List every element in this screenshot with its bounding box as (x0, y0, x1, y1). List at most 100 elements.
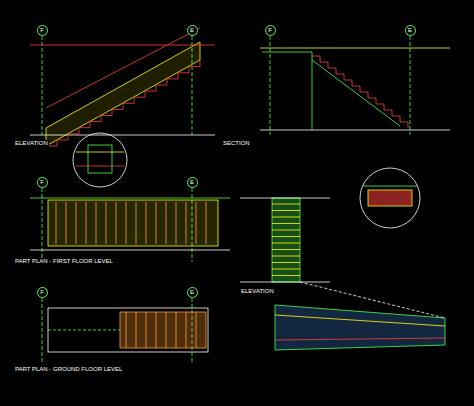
detail-line (76, 152, 124, 153)
grid-line (410, 36, 411, 135)
tread (166, 202, 167, 244)
tread (146, 312, 147, 348)
view-title: ELEVATION (14, 140, 49, 147)
tread-line (272, 217, 300, 218)
tread (136, 202, 137, 244)
riser (368, 92, 369, 98)
tread-line (272, 223, 300, 224)
tread (145, 91, 156, 92)
view-title: ELEVATION (240, 288, 275, 295)
riser (392, 110, 393, 116)
tread (96, 202, 97, 244)
tread (116, 202, 117, 244)
tread (126, 202, 127, 244)
detail-circle (360, 168, 420, 228)
tread (123, 103, 134, 104)
tread (86, 202, 87, 244)
riser (328, 62, 329, 68)
tread (176, 312, 177, 348)
treads (120, 312, 206, 348)
floor-line (260, 130, 450, 131)
grid-bubble: F (37, 25, 48, 36)
tread (186, 202, 187, 244)
riser (101, 116, 102, 122)
grid-letter: F (40, 27, 44, 33)
detail-circle (73, 133, 127, 187)
riser (123, 103, 124, 109)
tread-line (272, 230, 300, 231)
tread (196, 312, 197, 348)
tread (79, 127, 90, 128)
tread (186, 312, 187, 348)
tread-line (272, 236, 300, 237)
center-line (48, 330, 120, 331)
tread (376, 104, 384, 105)
handrail (46, 28, 200, 108)
tread (56, 202, 57, 244)
leader-line (300, 282, 445, 318)
detail-line (76, 166, 124, 167)
balustrade-elevation (272, 198, 300, 282)
riser (57, 140, 58, 146)
riser (189, 67, 190, 73)
tread-line (272, 269, 300, 270)
tread (328, 68, 336, 69)
grid-line (42, 298, 43, 362)
tread (106, 202, 107, 244)
riser (90, 122, 91, 128)
riser (134, 97, 135, 103)
tread (134, 97, 145, 98)
tread (126, 312, 127, 348)
grid-letter: E (190, 289, 194, 295)
riser (200, 61, 201, 67)
grid-bubble: F (37, 177, 48, 188)
landing-slab (262, 52, 312, 130)
tread (312, 56, 320, 57)
floor-line (30, 45, 215, 46)
edge-line (275, 315, 445, 326)
grid-letter: E (408, 27, 412, 33)
stair-plan (48, 200, 218, 246)
tread-detail (368, 190, 412, 206)
riser (360, 86, 361, 92)
tread (76, 202, 77, 244)
tread-line (272, 243, 300, 244)
tread (344, 80, 352, 81)
riser (112, 110, 113, 116)
riser (376, 98, 377, 104)
tread (352, 86, 360, 87)
tread (156, 202, 157, 244)
detail-line (362, 186, 418, 187)
grid-line (270, 36, 271, 135)
grid-line (42, 188, 43, 262)
grid-bubble: E (187, 25, 198, 36)
detail-plate (88, 145, 112, 173)
tread (101, 115, 112, 116)
tread (360, 92, 368, 93)
view-title: SECTION (222, 140, 251, 147)
grid-letter: F (40, 289, 44, 295)
tread (336, 74, 344, 75)
tread (400, 122, 408, 123)
tread (90, 121, 101, 122)
riser (320, 56, 321, 62)
tread (166, 312, 167, 348)
riser (384, 104, 385, 110)
stair-plan (48, 308, 208, 352)
grid-letter: F (40, 179, 44, 185)
wall-line (30, 250, 230, 251)
tread (112, 109, 123, 110)
glass-balustrade (46, 42, 200, 146)
level-line (240, 198, 330, 199)
riser (400, 116, 401, 122)
riser (79, 128, 80, 134)
tread (156, 312, 157, 348)
tread (57, 139, 68, 140)
view-title: PART PLAN - GROUND FLOOR LEVEL (14, 366, 123, 373)
tread (167, 78, 178, 79)
level-line (240, 282, 330, 283)
tread (66, 202, 67, 244)
tread-line (272, 204, 300, 205)
riser (156, 85, 157, 91)
